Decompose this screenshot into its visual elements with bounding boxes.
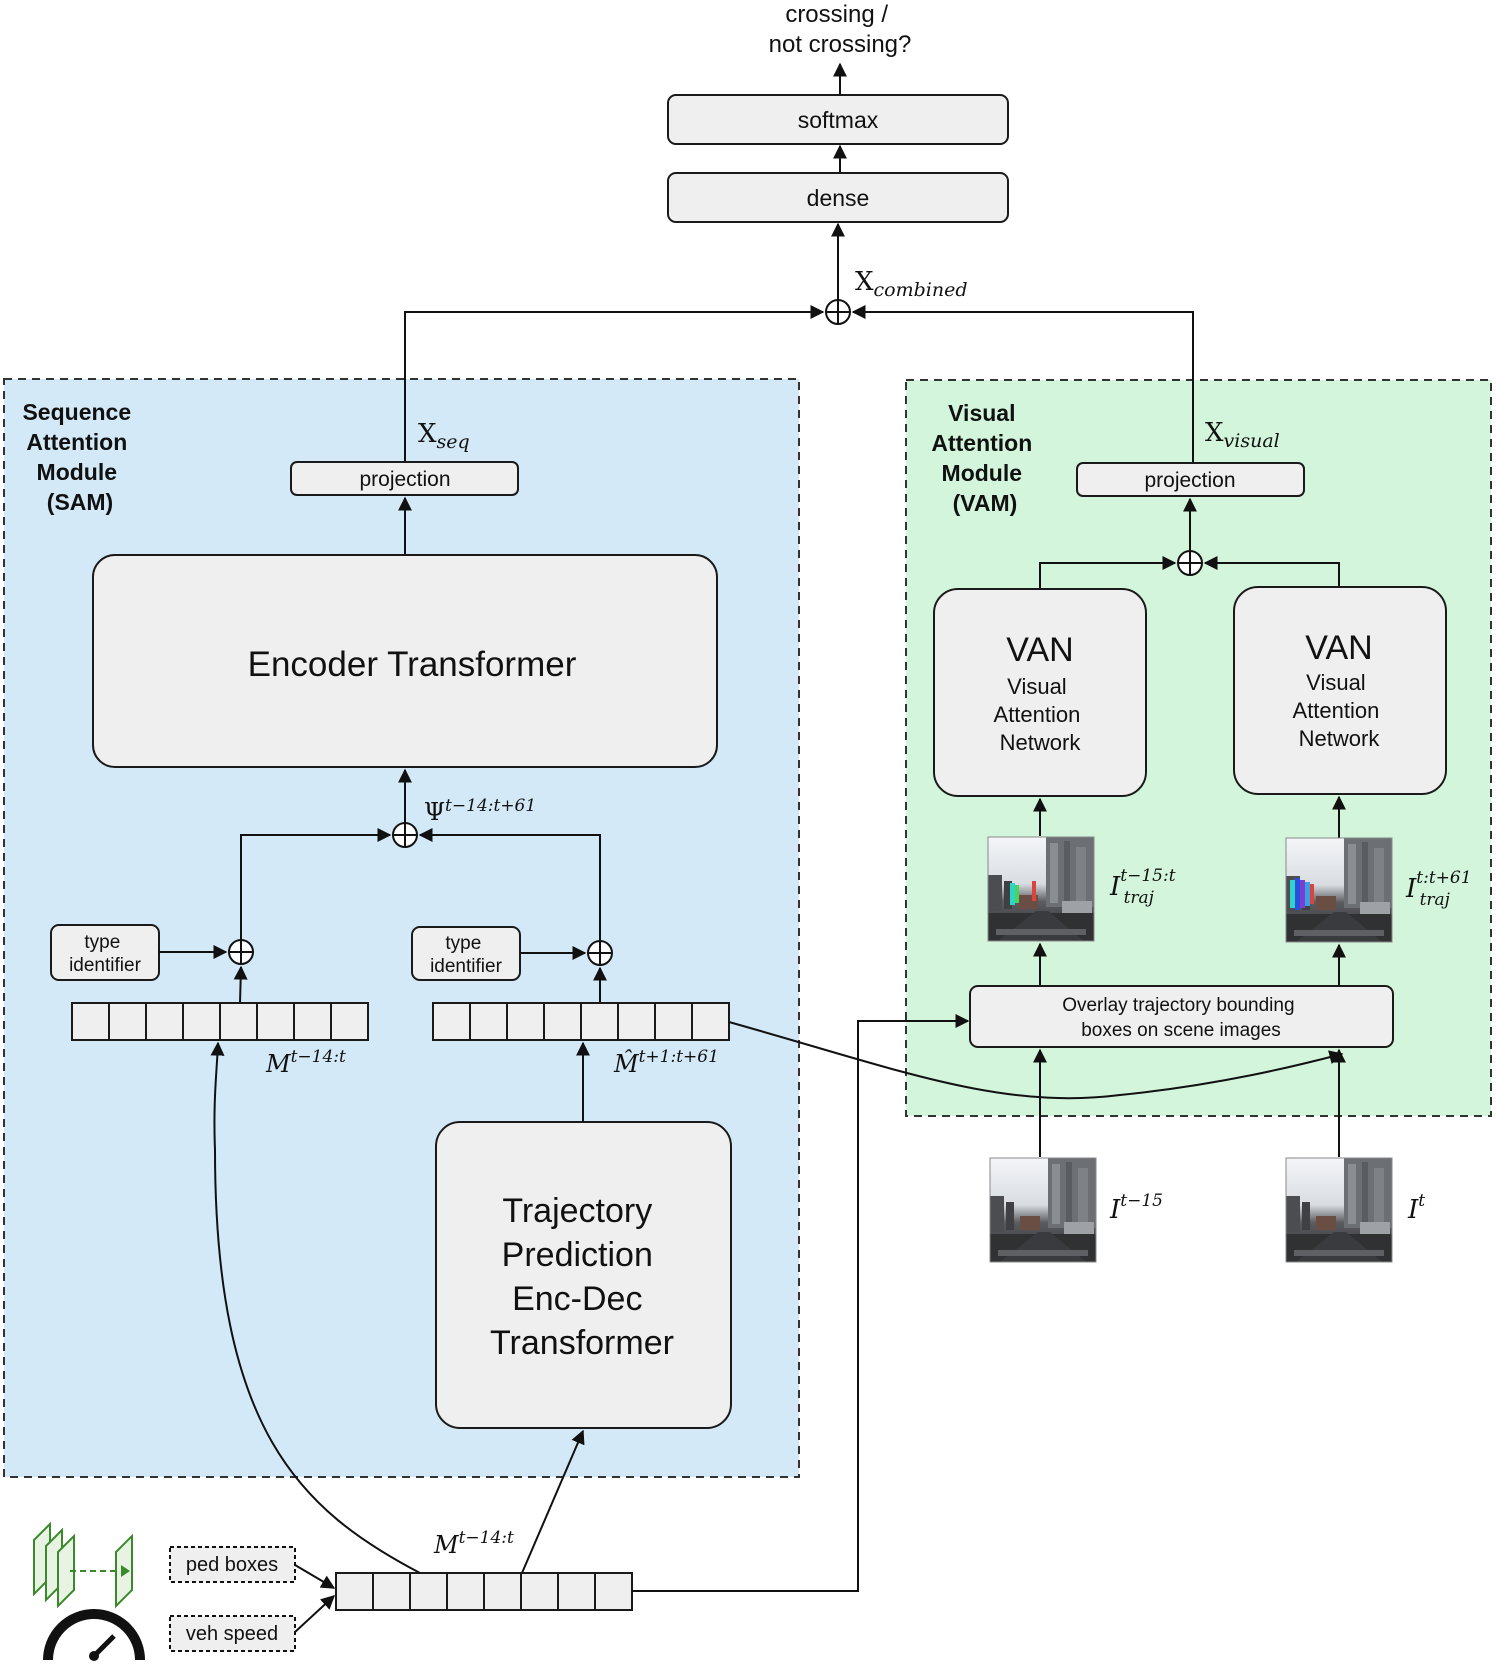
dense-box [667, 172, 1009, 223]
add-node-right [587, 940, 613, 966]
m-past-label: Mt−14:t [265, 1047, 346, 1078]
scene-image-past-label: It−15 [1109, 1191, 1163, 1225]
van-left-subtitle: Visual Attention Network [994, 674, 1087, 755]
x-visual-label: Xvisual [1205, 418, 1280, 452]
psi-node [392, 822, 418, 848]
m-past-sequence [71, 1002, 369, 1041]
softmax-label: softmax [798, 107, 879, 133]
dense-label: dense [807, 185, 870, 211]
speedometer-icon [43, 1609, 145, 1661]
scene-image-now-label: It [1407, 1191, 1425, 1225]
ped-boxes-box [169, 1546, 296, 1583]
m-hat-sequence [432, 1002, 730, 1041]
vam-projection-box [1076, 462, 1305, 497]
m-input-sequence [335, 1572, 633, 1611]
van-left-title: VAN [1006, 631, 1073, 669]
softmax-box [667, 94, 1009, 145]
x-combined-label: Xcombined [855, 267, 968, 301]
output-label: crossing / not crossing? [769, 1, 912, 58]
sam-projection-label: projection [359, 468, 450, 491]
van-right-title: VAN [1305, 629, 1372, 667]
sam-projection-box [290, 461, 519, 496]
veh-speed-label: veh speed [186, 1623, 278, 1645]
type-identifier-left-label: type identifier [69, 932, 141, 976]
add-node-left [228, 939, 254, 965]
scene-image-past [989, 1157, 1097, 1263]
psi-label: Ψt−14:t+61 [424, 796, 536, 826]
type-identifier-right-label: type identifier [430, 933, 502, 977]
van-add-node [1177, 550, 1203, 576]
veh-speed-box [169, 1615, 296, 1652]
trajectory-prediction-label: Trajectory Prediction Enc-Dec Transforme… [490, 1192, 674, 1362]
ped-boxes-label: ped boxes [186, 1554, 278, 1576]
overlay-box [969, 985, 1394, 1048]
frames-icon [33, 1521, 133, 1609]
van-right-subtitle: Visual Attention Network [1293, 670, 1386, 751]
overlay-label: Overlay trajectory bounding boxes on sce… [1062, 995, 1300, 1041]
sam-title: Sequence Attention Module (SAM) [22, 399, 137, 515]
m-hat-label: M̂t+1:t+61 [613, 1047, 719, 1078]
combine-node [825, 299, 851, 325]
van-left-box [933, 588, 1147, 797]
traj-image-future [1285, 837, 1393, 943]
vam-projection-label: projection [1144, 469, 1235, 492]
encoder-transformer-box [92, 554, 718, 768]
van-right-box [1233, 586, 1447, 795]
x-seq-label: Xseq [418, 419, 470, 453]
trajectory-prediction-box [435, 1121, 732, 1429]
traj-image-past [987, 836, 1095, 942]
vam-title: Visual Attention Module (VAM) [931, 400, 1038, 516]
m-input-label: Mt−14:t [433, 1528, 514, 1559]
scene-image-now [1285, 1157, 1393, 1263]
encoder-transformer-label: Encoder Transformer [248, 645, 577, 684]
